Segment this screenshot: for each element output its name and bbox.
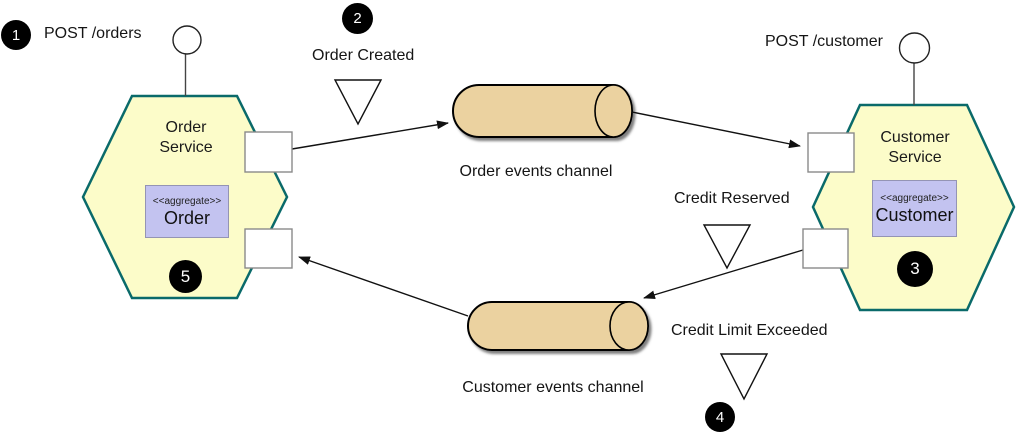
order-service-name-line2: Service [159,139,213,156]
order-service-out-port [244,131,293,173]
customer-service-lollipop-icon [898,32,931,64]
customer-service-name-line2: Service [888,149,942,166]
credit-reserved-event-triangle [702,224,752,270]
customer-events-channel-label: Customer events channel [462,379,644,396]
credit-reserved-label: Credit Reserved [674,190,790,207]
arrow-order-channel-to-customer-service [631,111,801,149]
order-aggregate-name: Order [163,207,210,228]
credit-limit-exceeded-label: Credit Limit Exceeded [671,322,828,339]
order-service-in-port [244,228,293,269]
step-badge-4: 4 [705,402,735,432]
order-aggregate-box: <<aggregate>> Order [145,185,229,238]
arrow-customer-service-to-customer-channel [643,249,804,300]
customer-service-in-port [807,132,855,173]
order-aggregate-stereotype: <<aggregate>> [152,195,222,207]
customer-service-out-port [802,228,849,269]
order-events-channel-cylinder [452,84,633,138]
customer-service-name: Customer Service [845,128,985,168]
customer-aggregate-box: <<aggregate>> Customer [872,180,957,237]
step-badge-5: 5 [169,260,202,293]
post-customer-label: POST /customer [765,33,883,50]
credit-limit-exceeded-event-triangle [719,353,769,401]
step-badge-2: 2 [342,3,373,34]
post-orders-label: POST /orders [44,25,142,42]
order-service-name-line1: Order [165,119,207,136]
order-created-label: Order Created [312,47,415,64]
order-events-channel-label: Order events channel [459,163,613,180]
step-badge-3: 3 [897,251,933,287]
arrow-customer-channel-to-order-service [298,256,469,317]
customer-aggregate-name: Customer [875,204,954,225]
step-badge-1: 1 [1,20,31,50]
order-service-lollipop-icon [172,25,202,55]
order-service-name: Order Service [116,118,256,158]
customer-service-name-line1: Customer [880,129,950,146]
order-created-event-triangle [333,79,383,126]
arrow-order-service-to-order-channel [291,120,449,150]
customer-aggregate-stereotype: <<aggregate>> [880,192,949,204]
customer-events-channel-cylinder [467,301,649,351]
